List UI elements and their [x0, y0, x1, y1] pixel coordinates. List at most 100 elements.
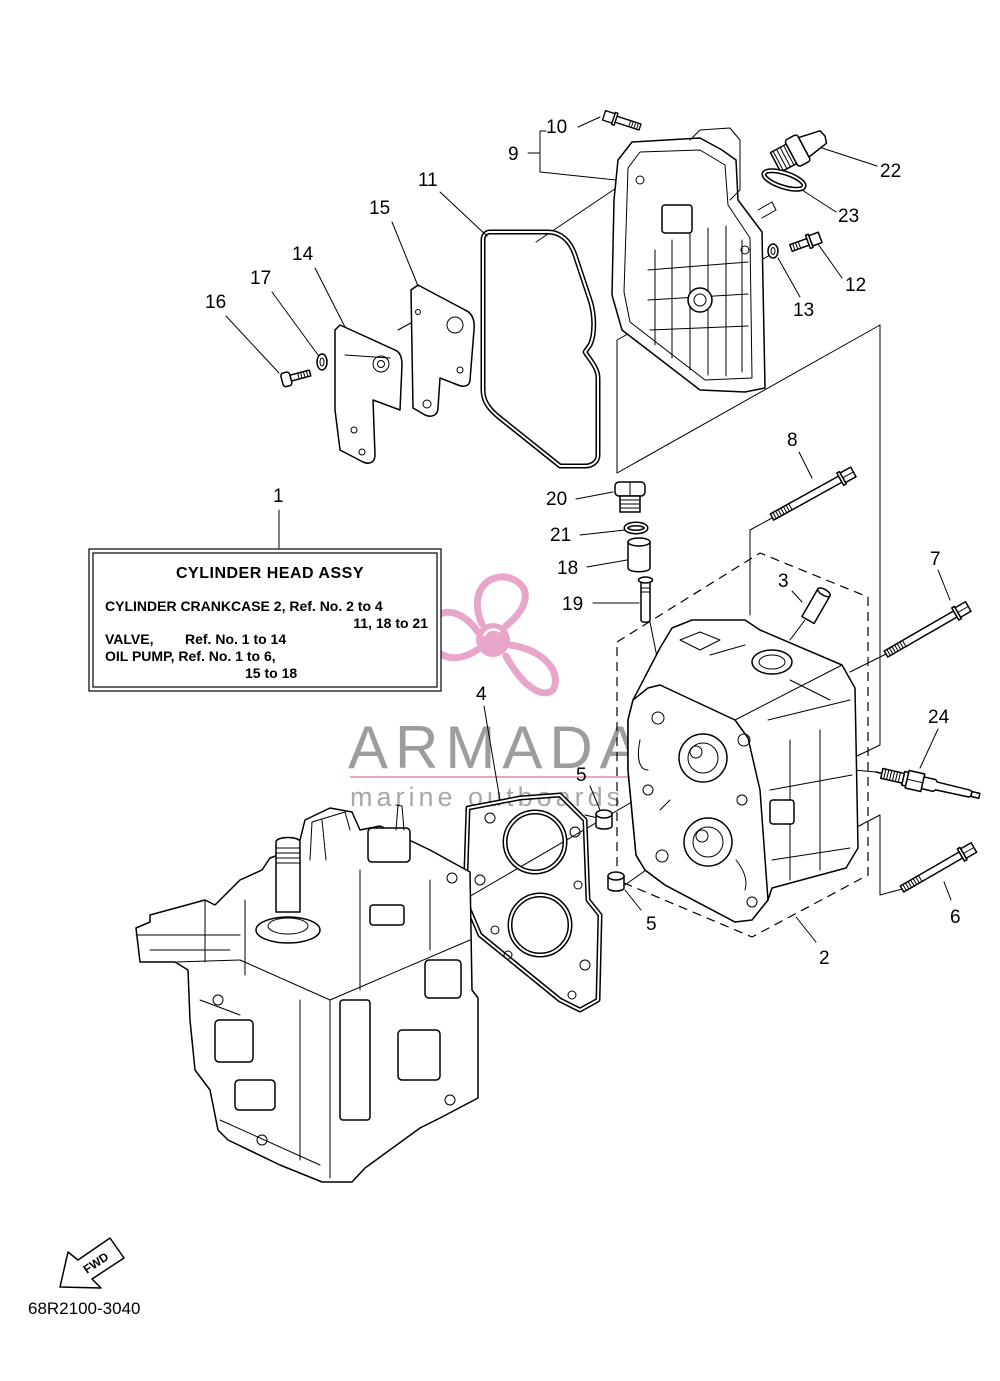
guide-line-bolt6 [854, 814, 903, 896]
callout-5-lower: 5 [646, 914, 657, 935]
cover-gasket-outline [480, 229, 601, 469]
bolt-head-edge [962, 847, 975, 854]
leader-line-22 [821, 147, 878, 167]
washer-17-hole [319, 357, 325, 367]
crankcase-mount-bracket [135, 899, 241, 963]
plug-20-thread-lines [619, 499, 641, 509]
callout-15: 15 [369, 198, 390, 219]
cylinder-head [627, 619, 859, 923]
leader-line-12 [817, 243, 843, 279]
crankshaft-seal-inner [267, 917, 309, 935]
crankcase-pocket [424, 959, 462, 999]
cylinder-head-gasket-face [627, 684, 769, 923]
pin-19-grooves [640, 587, 651, 593]
bolt-12 [789, 231, 823, 253]
info-box-line3: OIL PUMP, Ref. No. 1 to 6, [105, 648, 276, 664]
leader-line-15 [391, 221, 419, 287]
spark-plug-insulator [920, 776, 973, 798]
crankshaft-seal [255, 916, 321, 944]
dowel-3 [801, 587, 831, 625]
callout-19: 19 [562, 594, 583, 615]
callout-22: 22 [880, 161, 901, 182]
plate-15-outline [410, 284, 475, 417]
callout-9: 9 [508, 144, 519, 165]
guide-line-right-vertical [854, 324, 881, 758]
leader-line-7 [937, 569, 951, 601]
bolt-7 [883, 600, 972, 658]
callout-7: 7 [930, 549, 941, 570]
plate-15-hole [422, 399, 432, 409]
head-bolt-hole [651, 711, 665, 725]
info-box-outer-border [88, 548, 442, 692]
forward-arrow-icon [59, 1237, 125, 1289]
callout-17: 17 [250, 268, 271, 289]
pin-19 [637, 576, 654, 623]
screw-16 [280, 369, 312, 388]
crankcase-bolt-hole [256, 1134, 268, 1146]
head-bolt-hole [737, 733, 751, 747]
plate-14-edge [344, 354, 391, 359]
leader-line-4 [483, 705, 501, 801]
head-bolt-hole [746, 896, 758, 908]
leader-line-8 [798, 451, 813, 479]
pin-19-head [637, 576, 654, 584]
crankcase-pocket [397, 1029, 441, 1081]
plate-14 [334, 324, 403, 464]
valve-cover-boss [661, 204, 693, 234]
plate-15 [410, 284, 475, 417]
spark-plug-thread-lines [883, 768, 902, 783]
bolt-threads [792, 241, 802, 251]
head-gasket-hole [503, 950, 513, 960]
leader-line-5-lower [624, 889, 642, 911]
dowel-5-upper [595, 809, 613, 830]
plate-14-hole [350, 426, 358, 434]
dowel-5-lower [607, 871, 625, 892]
crankcase-cross-lines [219, 869, 431, 1166]
head-bolt-hole [655, 849, 669, 863]
leader-line-18 [586, 559, 628, 568]
logo-hub [476, 623, 510, 657]
bolt-head-edge [842, 471, 854, 479]
propeller-logo-icon [426, 573, 559, 697]
info-box-line1: CYLINDER CRANKCASE 2, Ref. No. 2 to 4 [105, 598, 383, 614]
head-gasket-bore-2-inner [509, 894, 571, 956]
logo-hub-highlight [482, 628, 501, 637]
head-gasket [462, 792, 603, 1013]
info-box-line3-cont: 15 to 18 [245, 665, 297, 681]
combustion-chamber-1 [678, 733, 728, 783]
callout-14: 14 [292, 244, 314, 265]
o-ring-21 [623, 521, 649, 535]
bolt-shaft [883, 610, 958, 658]
water-jacket-slots [637, 739, 747, 891]
crankcase-boss [369, 904, 405, 926]
callout-10: 10 [546, 117, 567, 138]
o-ring-23-inner [762, 169, 806, 191]
callout-23: 23 [838, 206, 859, 227]
leader-line-3 [791, 590, 803, 603]
info-box-title: CYLINDER HEAD ASSY [176, 565, 364, 582]
cylinder-head-side-ribs [767, 699, 853, 881]
leader-line-6 [943, 881, 952, 901]
valve-cover-inner-rim [623, 149, 753, 381]
valve-cover-hole [687, 287, 713, 313]
plate-14-hole-inner [377, 360, 385, 368]
valve-cover-outline [611, 137, 766, 393]
callout-21: 21 [550, 525, 571, 546]
valve-cover-hole-inner [693, 293, 707, 307]
bolt-threads [628, 120, 639, 130]
callout-16: 16 [205, 292, 226, 313]
crankcase-housing-top [367, 827, 411, 863]
plug-20 [614, 481, 646, 513]
head-gasket-hole [484, 812, 496, 824]
bolt-head [601, 109, 616, 124]
callout-13: 13 [793, 300, 814, 321]
spark-plug [875, 767, 981, 800]
o-ring-23 [761, 168, 807, 192]
washer-13-hole [770, 247, 776, 255]
leader-line-23 [801, 189, 837, 213]
callout-4: 4 [476, 684, 487, 705]
washer-17 [316, 353, 328, 371]
cap-thread-lines [772, 145, 795, 172]
head-gasket-outline-inner [464, 794, 601, 1011]
